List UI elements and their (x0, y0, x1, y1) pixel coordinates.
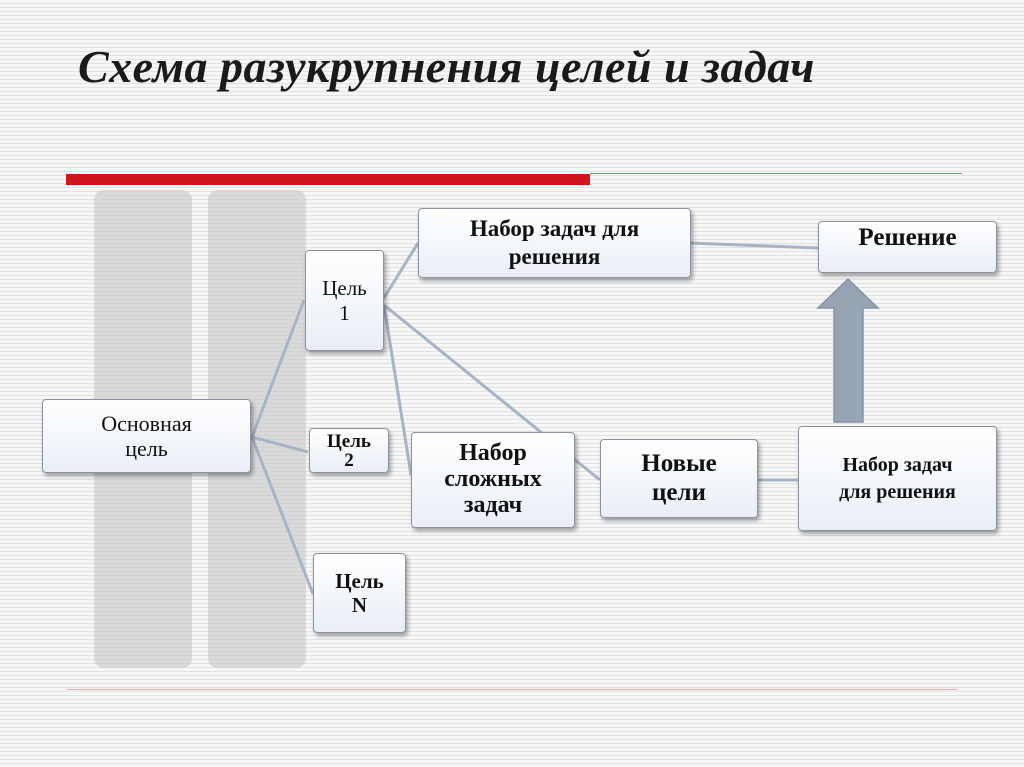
title-underline-thin (590, 173, 962, 174)
node-solution: Решение (818, 221, 997, 273)
bottom-rule (66, 689, 958, 690)
node-new-goals: Новые цели (600, 439, 758, 518)
edge-main-goal-2 (251, 435, 309, 454)
title-underline-red (66, 174, 590, 185)
node-main-goal: Основная цель (42, 399, 251, 473)
node-task-set-right: Набор задач для решения (798, 426, 997, 531)
page-title: Схема разукрупнения целей и задач (78, 41, 815, 92)
node-goal-1: Цель 1 (305, 250, 384, 351)
arrow-up-to-solution (816, 277, 880, 423)
edge-taskset-solution (689, 241, 819, 250)
node-goal-n: Цель N (313, 553, 406, 633)
edge-main-goal-n (250, 436, 315, 595)
node-task-set-top: Набор задач для решения (418, 208, 691, 278)
node-goal-2: Цель 2 (309, 428, 389, 473)
edge-goal1-taskset (382, 242, 420, 299)
edge-goal1-complex (382, 304, 413, 476)
edge-main-goal-1 (250, 299, 306, 438)
node-complex-tasks: Набор сложных задач (411, 432, 575, 528)
